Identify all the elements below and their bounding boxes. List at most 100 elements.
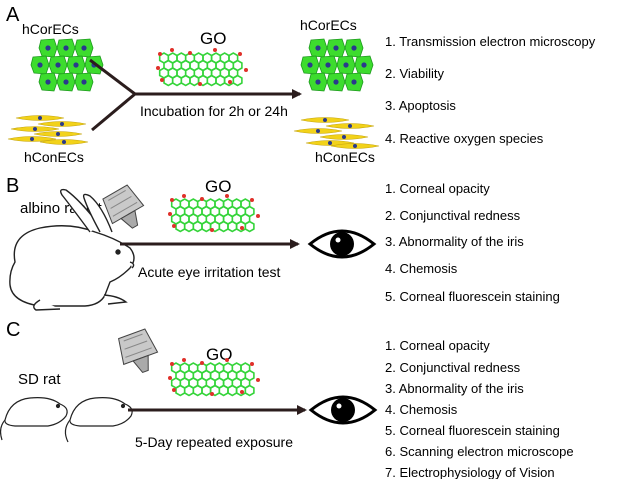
eye-icon: [308, 229, 376, 259]
go-hexagon: [206, 74, 217, 87]
outcome-item: 5. Corneal fluorescein staining: [385, 289, 560, 304]
outcome-item: 2. Conjunctival redness: [385, 360, 521, 375]
go-label-a: GO: [200, 29, 226, 48]
outcome-item: 3. Abnormality of the iris: [385, 381, 524, 396]
panel-c-letter: C: [6, 319, 20, 341]
go-oxygen-dot: [238, 52, 242, 56]
outcome-item: 1. Transmission electron microscopy: [385, 34, 596, 49]
go-hexagon: [218, 220, 229, 233]
panel-b-letter: B: [6, 175, 19, 197]
go-hexagon: [183, 220, 195, 233]
go-hexagon: [175, 220, 186, 233]
arrow-branch-top: [89, 58, 136, 96]
go-oxygen-dot: [256, 378, 260, 382]
panel-c: C SD rat GO 5-Day repeated exposure 1. C…: [0, 319, 574, 479]
go-hexagon: [171, 74, 183, 87]
go-oxygen-dot: [170, 48, 174, 52]
outcome-item: 3. Apoptosis: [385, 98, 456, 113]
conjunctival-cells-output: [293, 117, 380, 149]
panel-a-letter: A: [6, 4, 20, 26]
go-hexagon: [244, 220, 255, 233]
go-hexagon: [244, 384, 255, 397]
outcome-item: 4. Reactive oxygen species: [385, 131, 544, 146]
repeated-exposure-label: 5-Day repeated exposure: [135, 434, 293, 450]
go-sheet-c: [168, 358, 260, 397]
go-oxygen-dot: [172, 224, 176, 228]
panel-b: B albino rabbit GO Acute eye irritation …: [6, 175, 560, 311]
go-hexagon: [183, 384, 195, 397]
go-hexagon: [232, 74, 243, 87]
go-hexagon: [227, 220, 238, 233]
go-oxygen-dot: [250, 198, 254, 202]
outcome-item: 1. Corneal opacity: [385, 181, 490, 196]
nozzle-c: [114, 327, 163, 379]
outcome-item: 6. Scanning electron microscope: [385, 444, 574, 459]
go-oxygen-dot: [170, 198, 174, 202]
outcome-item: 3. Abnormality of the iris: [385, 234, 524, 249]
go-oxygen-dot: [210, 228, 214, 232]
incubation-label: Incubation for 2h or 24h: [140, 103, 288, 119]
outcome-item: 4. Chemosis: [385, 261, 458, 276]
go-oxygen-dot: [244, 68, 248, 72]
outcome-item: 7. Electrophysiology of Vision: [385, 465, 555, 479]
panel-b-outcomes: 1. Corneal opacity 2. Conjunctival redne…: [385, 181, 560, 304]
go-oxygen-dot: [188, 51, 192, 55]
corneal-cells-output: [300, 38, 374, 92]
go-label-b: GO: [205, 177, 231, 196]
go-hexagon: [192, 220, 203, 233]
go-oxygen-dot: [213, 48, 217, 52]
go-oxygen-dot: [168, 376, 172, 380]
go-oxygen-dot: [225, 358, 229, 362]
go-sheet-b: [168, 194, 260, 233]
panel-a-outcomes: 1. Transmission electron microscopy 2. V…: [385, 34, 596, 146]
go-hexagon: [201, 384, 212, 397]
go-oxygen-dot: [156, 66, 160, 70]
go-oxygen-dot: [250, 362, 254, 366]
go-oxygen-dot: [182, 194, 186, 198]
outcome-item: 5. Corneal fluorescein staining: [385, 423, 560, 438]
go-hexagon: [192, 384, 203, 397]
go-oxygen-dot: [168, 212, 172, 216]
outcome-item: 2. Viability: [385, 66, 445, 81]
go-oxygen-dot: [228, 80, 232, 84]
go-oxygen-dot: [225, 194, 229, 198]
go-hexagon: [189, 74, 200, 87]
go-oxygen-dot: [240, 390, 244, 394]
panel-c-outcomes: 1. Corneal opacity 2. Conjunctival redne…: [385, 338, 574, 479]
arrow-branch-bottom: [91, 92, 136, 132]
eye-icon: [309, 395, 377, 425]
go-oxygen-dot: [256, 214, 260, 218]
panel-a: A hCorECs hConECs GO Incubation for 2h o…: [6, 4, 596, 165]
go-sheet-a: [156, 48, 248, 87]
go-oxygen-dot: [182, 358, 186, 362]
hconecs-label-output: hConECs: [315, 149, 375, 165]
sd-rat-label: SD rat: [18, 371, 61, 388]
go-hexagon: [163, 74, 174, 87]
conjunctival-cells-input: [7, 115, 89, 145]
outcome-item: 2. Conjunctival redness: [385, 208, 521, 223]
go-hexagon: [227, 384, 238, 397]
go-oxygen-dot: [198, 82, 202, 86]
rat-illustration: [0, 397, 133, 443]
outcome-item: 4. Chemosis: [385, 402, 458, 417]
hconecs-label-input: hConECs: [24, 149, 84, 165]
go-oxygen-dot: [200, 197, 204, 201]
hcorecs-label-output: hCorECs: [300, 17, 357, 33]
go-hexagon: [180, 74, 191, 87]
rabbit-illustration: [9, 188, 135, 311]
go-hexagon: [175, 384, 186, 397]
acute-test-label: Acute eye irritation test: [138, 264, 281, 280]
go-oxygen-dot: [172, 388, 176, 392]
go-hexagon: [201, 220, 212, 233]
go-hexagon: [215, 74, 226, 87]
go-oxygen-dot: [200, 361, 204, 365]
go-oxygen-dot: [158, 52, 162, 56]
outcome-item: 1. Corneal opacity: [385, 338, 490, 353]
go-oxygen-dot: [160, 78, 164, 82]
corneal-cells-input: [30, 38, 104, 92]
go-oxygen-dot: [170, 362, 174, 366]
go-oxygen-dot: [210, 392, 214, 396]
go-oxygen-dot: [240, 226, 244, 230]
go-hexagon: [218, 384, 229, 397]
